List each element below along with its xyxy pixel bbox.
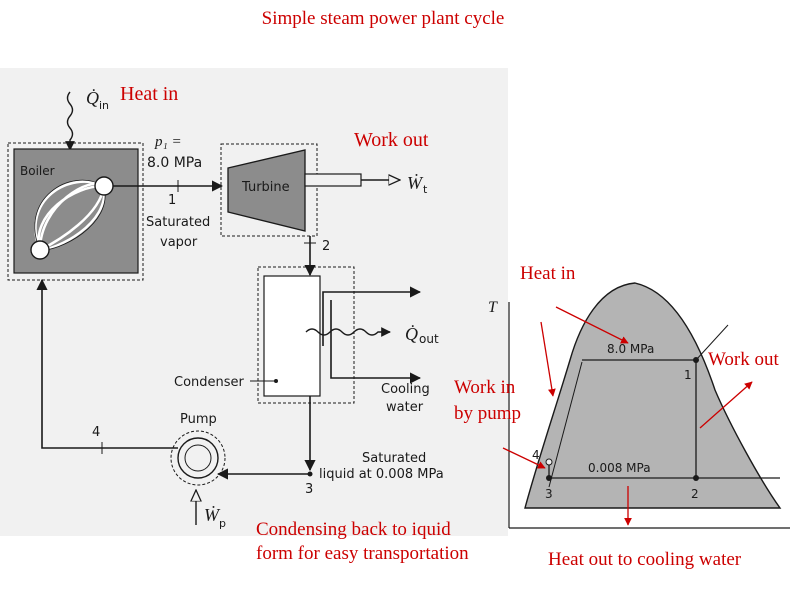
state-3-dot <box>307 471 313 477</box>
saturated-liquid-line1: Saturated <box>362 451 426 466</box>
heat-in-label: Heat in <box>120 83 178 105</box>
cooling-water-out-line <box>322 286 422 346</box>
w-p-symbol: Ẇ <box>204 504 221 525</box>
line-pump-to-boiler <box>36 278 178 449</box>
point-2-label: 2 <box>691 487 699 501</box>
condenser-leader-dot <box>274 379 278 383</box>
condenser-body <box>263 275 321 397</box>
q-out-symbol: Q̇ <box>405 323 418 344</box>
heat-in-arrow-1 <box>555 306 629 344</box>
boiler-drum-top <box>94 176 114 196</box>
w-t-symbol: Ẇ <box>407 172 424 193</box>
pump-label: Pump <box>180 412 217 427</box>
heat-in-wavy-arrow <box>65 91 75 151</box>
heat-out-label: Heat out to cooling water <box>548 549 742 570</box>
point-4-dot <box>545 458 553 466</box>
work-in-line1: Work in <box>454 377 516 398</box>
condensing-note-line2: form for easy transportation <box>256 543 469 564</box>
cooling-water-in-line <box>330 300 422 384</box>
scanned-figure-background <box>0 68 508 536</box>
low-pressure-label: 0.008 MPa <box>588 461 651 475</box>
q-out-subscript: out <box>419 332 439 346</box>
q-in-symbol: Q̇ <box>86 87 99 108</box>
cooling-water-line1: Cooling <box>381 382 430 397</box>
state-3-label: 3 <box>305 482 313 497</box>
point-1-dot <box>693 357 699 363</box>
point-1-label: 1 <box>684 368 692 382</box>
boiler-label: Boiler <box>20 164 55 178</box>
boiler-drum-bottom <box>30 240 50 260</box>
t-axis-label: T <box>488 299 498 316</box>
pump-body <box>177 437 219 479</box>
point-4-label: 4 <box>532 448 540 462</box>
saturation-dome <box>524 282 782 509</box>
turbine-label: Turbine <box>241 180 290 195</box>
condenser-outer-dashed <box>257 266 355 404</box>
condenser-label: Condenser <box>174 375 245 390</box>
isobar-high-extension-right <box>695 324 729 361</box>
work-out-label: Work out <box>354 129 429 151</box>
q-out-wavy-arrow <box>305 327 391 337</box>
p1-value: 8.0 MPa <box>147 155 202 171</box>
point-2-dot <box>693 475 699 481</box>
turbine-outer-dashed <box>220 143 318 237</box>
pump-inner <box>184 444 212 472</box>
state-4-label: 4 <box>92 425 100 440</box>
isobar-high-extension-left <box>548 361 583 488</box>
w-t-subscript: t <box>423 183 428 196</box>
work-in-line2: by pump <box>454 403 521 424</box>
state-1-label: 1 <box>168 193 176 208</box>
figure-title: Simple steam power plant cycle <box>262 8 505 29</box>
saturated-vapor-line1: Saturated <box>146 215 210 230</box>
work-in-red-arrow <box>502 447 546 469</box>
heat-in-arrow-2 <box>540 321 556 397</box>
turbine-body <box>227 149 306 232</box>
state-2-label: 2 <box>322 239 330 254</box>
saturated-vapor-line2: vapor <box>160 235 198 250</box>
ts-work-out-label: Work out <box>708 349 779 370</box>
turbine-shaft <box>304 173 362 187</box>
point-3-dot <box>546 475 552 481</box>
work-out-red-arrow <box>699 381 753 429</box>
boiler-outer-dashed <box>7 142 144 281</box>
ts-heat-in-label: Heat in <box>520 263 576 284</box>
p1-label: p₁ = <box>154 134 182 150</box>
cooling-water-line2: water <box>386 400 424 415</box>
w-p-subscript: p <box>219 517 226 530</box>
point-3-label: 3 <box>545 487 553 501</box>
q-in-subscript: in <box>99 99 109 112</box>
high-pressure-label: 8.0 MPa <box>607 342 654 356</box>
saturated-liquid-line2: liquid at 0.008 MPa <box>319 467 444 482</box>
condensing-note-line1: Condensing back to iquid <box>256 519 451 540</box>
pump-outer-dashed <box>170 430 226 486</box>
